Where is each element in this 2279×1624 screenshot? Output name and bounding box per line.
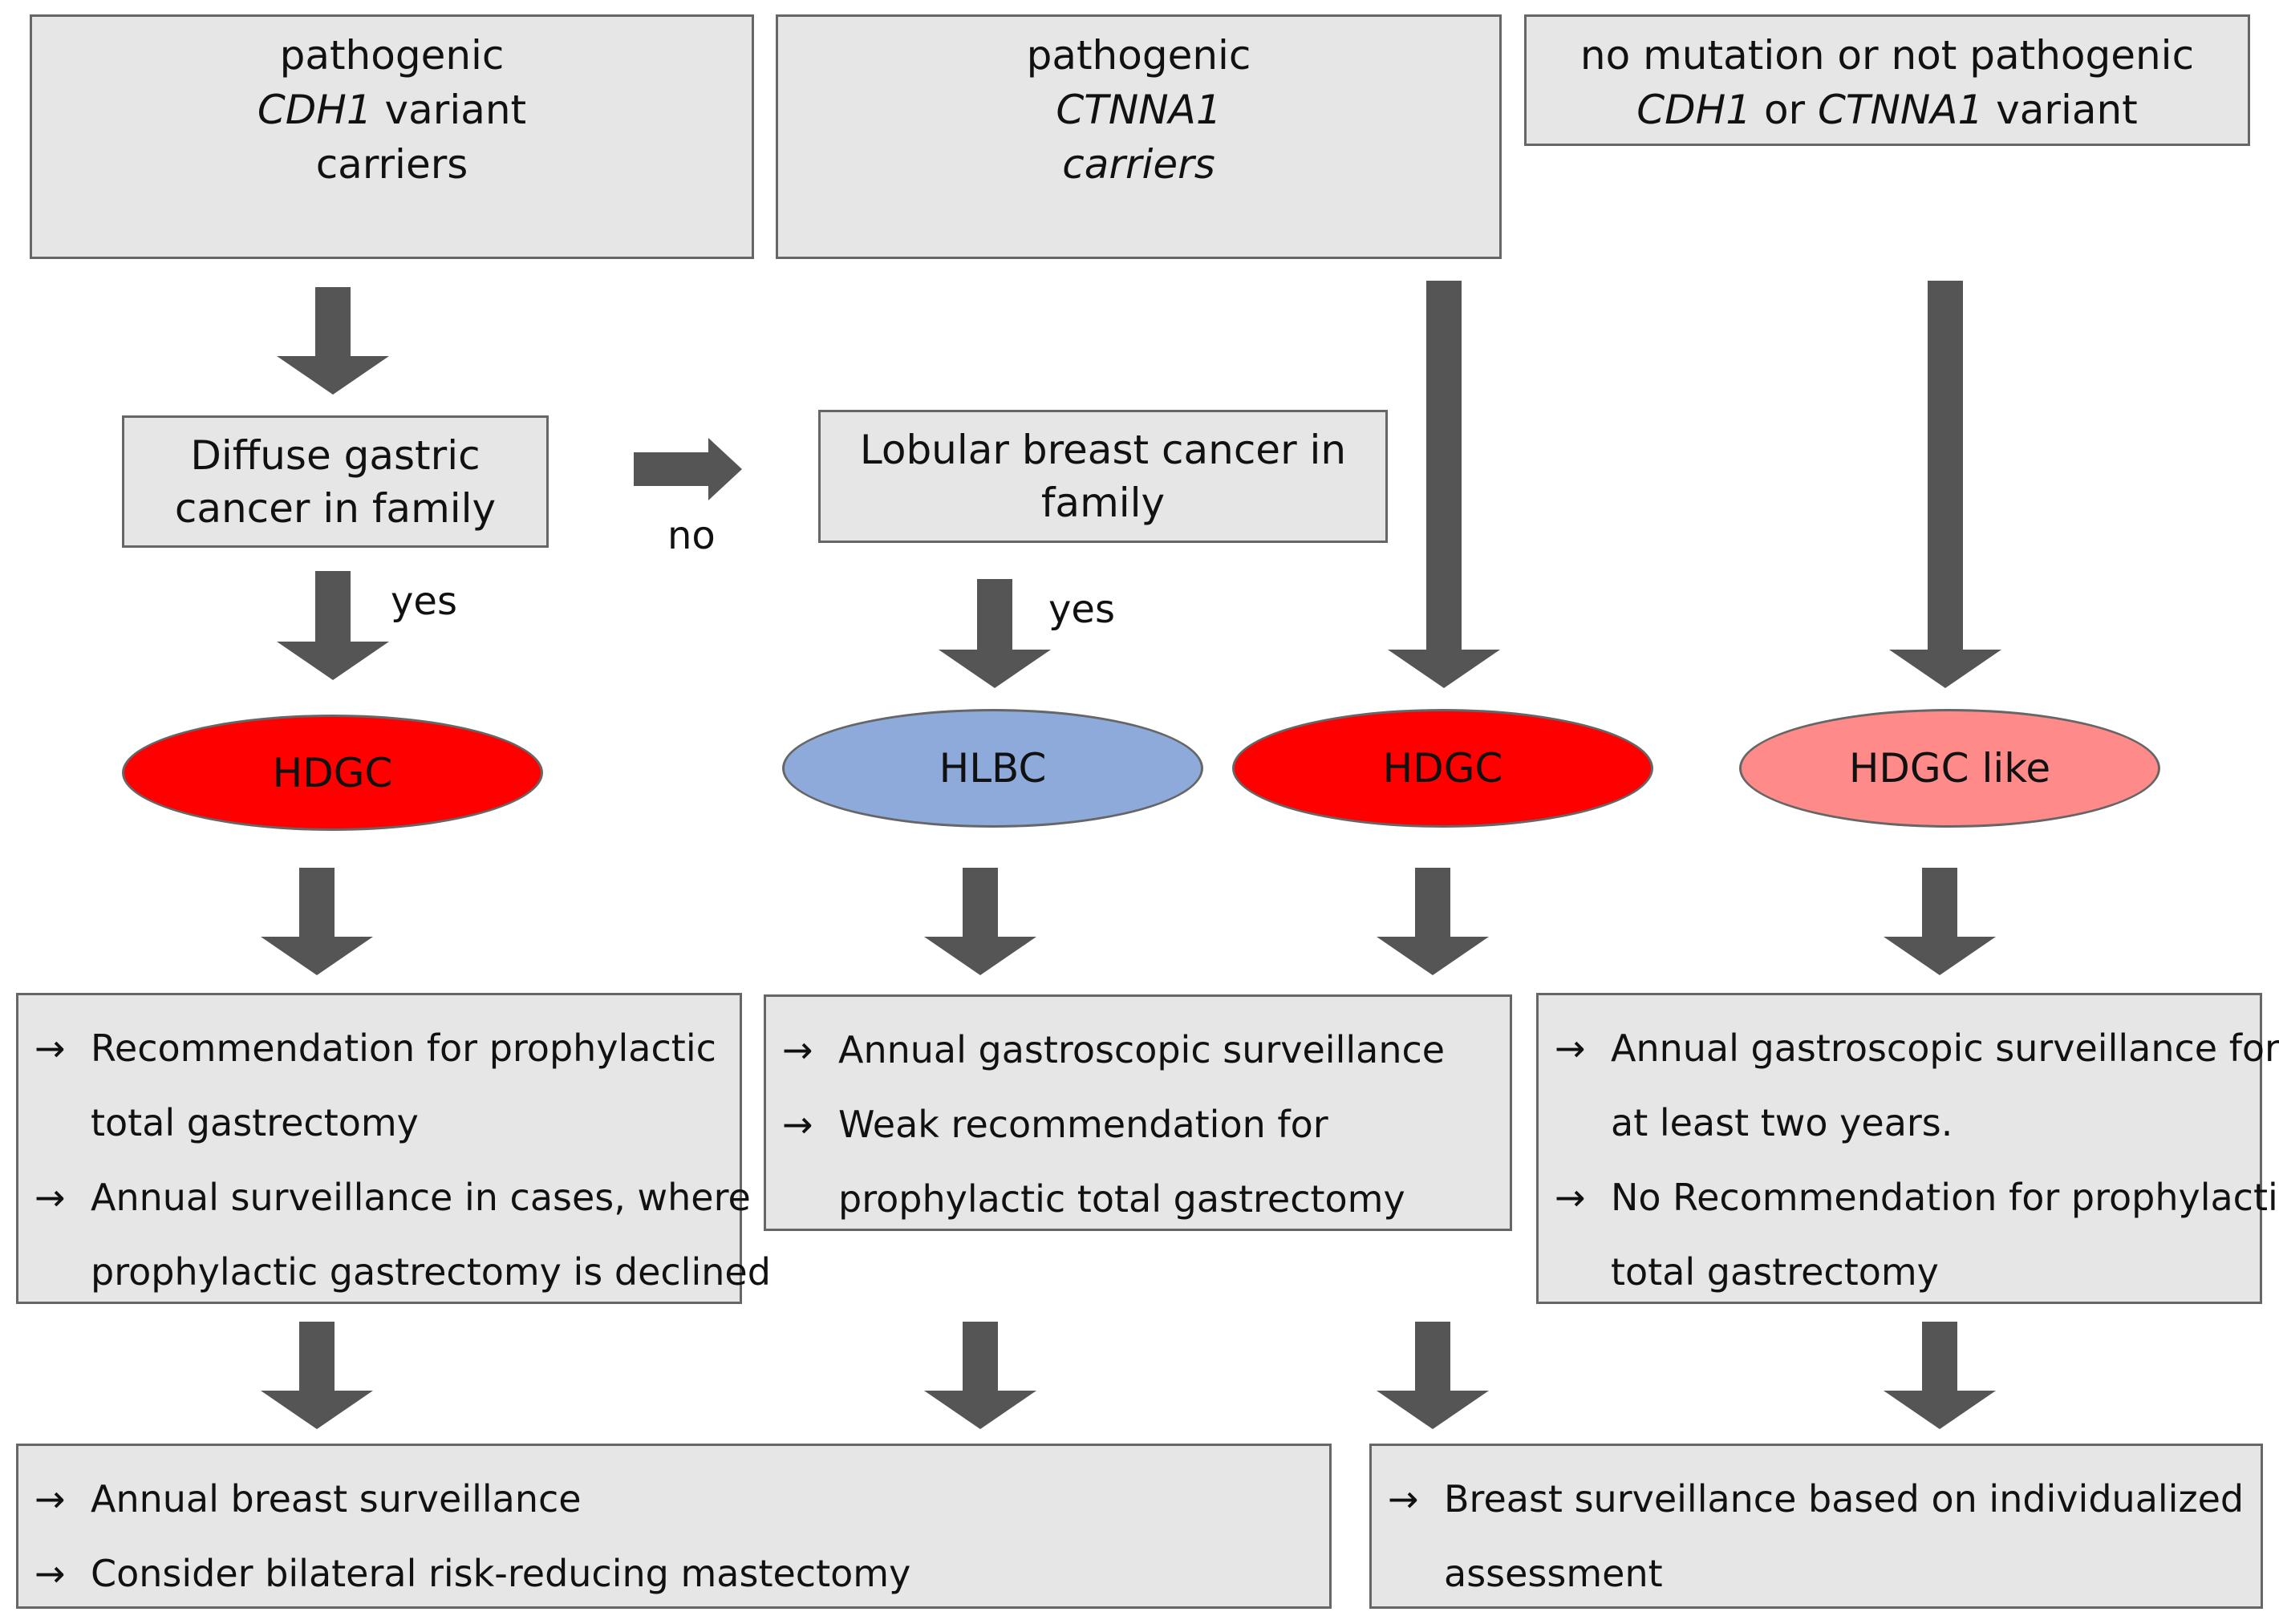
arrow-bullet-icon: → xyxy=(782,1028,813,1071)
list-item: → Annual gastroscopic surveillance xyxy=(782,1013,1494,1087)
header-ctnna1-line3: carriers xyxy=(1062,141,1215,188)
header-cdh1-carriers: pathogenic CDH1 variant carriers xyxy=(30,14,754,259)
rec-cdh1-1-line2: total gastrectomy xyxy=(91,1101,419,1144)
header-none-gene1: CDH1 xyxy=(1636,87,1752,133)
list-item: → No Recommendation for prophylactic tot… xyxy=(1555,1160,2279,1310)
list-item: → Breast surveillance based on individua… xyxy=(1388,1462,2245,1611)
header-none-gene2: CTNNA1 xyxy=(1817,87,1984,133)
header-ctnna1-carriers: pathogenic CTNNA1 carriers xyxy=(776,14,1502,259)
down-arrow-icon xyxy=(1377,1322,1489,1429)
rec-none-2-line2: total gastrectomy xyxy=(1611,1250,1939,1294)
arrow-bullet-icon: → xyxy=(34,1027,66,1070)
down-arrow-icon xyxy=(1388,281,1500,688)
breast-left-1: Annual breast surveillance xyxy=(91,1477,582,1521)
syndrome-hdgc-cdh1: HDGC xyxy=(122,715,543,831)
label-yes-left: yes xyxy=(391,579,457,624)
arrow-bullet-icon: → xyxy=(34,1176,66,1219)
arrow-bullet-icon: → xyxy=(1388,1477,1419,1521)
syndrome-hdgc-ctnna1-label: HDGC xyxy=(1382,745,1503,792)
syndrome-hlbc: HLBC xyxy=(782,709,1203,828)
breast-left-2: Consider bilateral risk-reducing mastect… xyxy=(91,1552,911,1595)
decision-gastric-cancer: Diffuse gastric cancer in family xyxy=(122,415,549,548)
down-arrow-icon xyxy=(1884,868,1996,975)
down-arrow-icon xyxy=(924,1322,1036,1429)
rec-none-1-line2: at least two years. xyxy=(1611,1101,1953,1144)
down-arrow-icon xyxy=(277,571,389,680)
rec-cdh1-2-line2: prophylactic gastrectomy is declined xyxy=(91,1250,771,1294)
down-arrow-icon xyxy=(277,287,389,395)
label-no: no xyxy=(667,513,716,558)
arrow-bullet-icon: → xyxy=(1555,1027,1586,1070)
header-none-line1: no mutation or not pathogenic xyxy=(1579,32,2195,79)
right-arrow-icon xyxy=(634,438,742,500)
rec-ctnna1-1-line1: Annual gastroscopic surveillance xyxy=(838,1028,1446,1071)
breast-surveillance-left: → Annual breast surveillance → Consider … xyxy=(16,1444,1332,1609)
header-ctnna1-line1: pathogenic xyxy=(1026,32,1251,79)
down-arrow-icon xyxy=(939,579,1051,688)
syndrome-hlbc-label: HLBC xyxy=(939,745,1047,792)
recommendations-cdh1: → Recommendation for prophylactic total … xyxy=(16,993,771,1304)
header-cdh1-line2: CDH1 variant xyxy=(258,83,526,137)
syndrome-hdgc-like: HDGC like xyxy=(1739,709,2160,828)
header-no-mutation: no mutation or not pathogenic CDH1 or CT… xyxy=(1524,14,2250,146)
syndrome-hdgc-like-label: HDGC like xyxy=(1848,745,2051,792)
breast-right-1-line1: Breast surveillance based on individuali… xyxy=(1444,1477,2245,1521)
rec-ctnna1-2-line1: Weak recommendation for xyxy=(838,1103,1328,1146)
list-item: → Weak recommendation for prophylactic t… xyxy=(782,1087,1494,1237)
header-cdh1-variant: variant xyxy=(371,87,527,133)
rec-ctnna1-2-line2: prophylactic total gastrectomy xyxy=(838,1177,1405,1221)
down-arrow-icon xyxy=(924,868,1036,975)
list-item: → Annual gastroscopic surveillance for a… xyxy=(1555,1011,2279,1160)
rec-none-1-line1: Annual gastroscopic surveillance for xyxy=(1611,1027,2279,1070)
arrow-bullet-icon: → xyxy=(1555,1176,1586,1219)
rec-none-2-line1: No Recommendation for prophylactic xyxy=(1611,1176,2279,1219)
recommendations-no-mutation: → Annual gastroscopic surveillance for a… xyxy=(1536,993,2279,1304)
header-cdh1-gene: CDH1 xyxy=(257,87,372,133)
list-item: → Annual breast surveillance xyxy=(34,1462,1313,1537)
list-item: → Recommendation for prophylactic total … xyxy=(34,1011,724,1160)
syndrome-hdgc-cdh1-label: HDGC xyxy=(272,749,393,796)
decision-lobular-line1: Lobular breast cancer in xyxy=(859,427,1347,473)
label-yes-mid: yes xyxy=(1048,587,1115,632)
arrow-bullet-icon: → xyxy=(34,1552,66,1595)
down-arrow-icon xyxy=(261,868,373,975)
down-arrow-icon xyxy=(1889,281,2001,688)
breast-surveillance-right: → Breast surveillance based on individua… xyxy=(1369,1444,2263,1609)
down-arrow-icon xyxy=(261,1322,373,1429)
header-none-line2: CDH1 or CTNNA1 variant xyxy=(1636,83,2138,137)
decision-gastric-line1: Diffuse gastric xyxy=(190,431,481,479)
header-none-mid: or xyxy=(1751,87,1818,133)
header-ctnna1-gene: CTNNA1 xyxy=(1056,87,1222,133)
header-cdh1-line3: carriers xyxy=(315,141,468,188)
rec-cdh1-1-line1: Recommendation for prophylactic xyxy=(91,1027,716,1070)
decision-lobular-breast-cancer: Lobular breast cancer in family xyxy=(818,410,1388,543)
decision-lobular-line2: family xyxy=(1040,480,1166,526)
arrow-bullet-icon: → xyxy=(782,1103,813,1146)
arrow-bullet-icon: → xyxy=(34,1477,66,1521)
recommendations-ctnna1: → Annual gastroscopic surveillance → Wea… xyxy=(764,994,1512,1231)
decision-gastric-line2: cancer in family xyxy=(174,484,497,532)
syndrome-hdgc-ctnna1: HDGC xyxy=(1232,709,1653,828)
list-item: → Consider bilateral risk-reducing maste… xyxy=(34,1537,1313,1611)
header-none-rest: variant xyxy=(1983,87,2138,133)
down-arrow-icon xyxy=(1377,868,1489,975)
rec-cdh1-2-line1: Annual surveillance in cases, where xyxy=(91,1176,751,1219)
down-arrow-icon xyxy=(1884,1322,1996,1429)
list-item: → Annual surveillance in cases, where pr… xyxy=(34,1160,771,1310)
breast-right-1-line2: assessment xyxy=(1444,1552,1663,1595)
header-cdh1-line1: pathogenic xyxy=(279,32,505,79)
